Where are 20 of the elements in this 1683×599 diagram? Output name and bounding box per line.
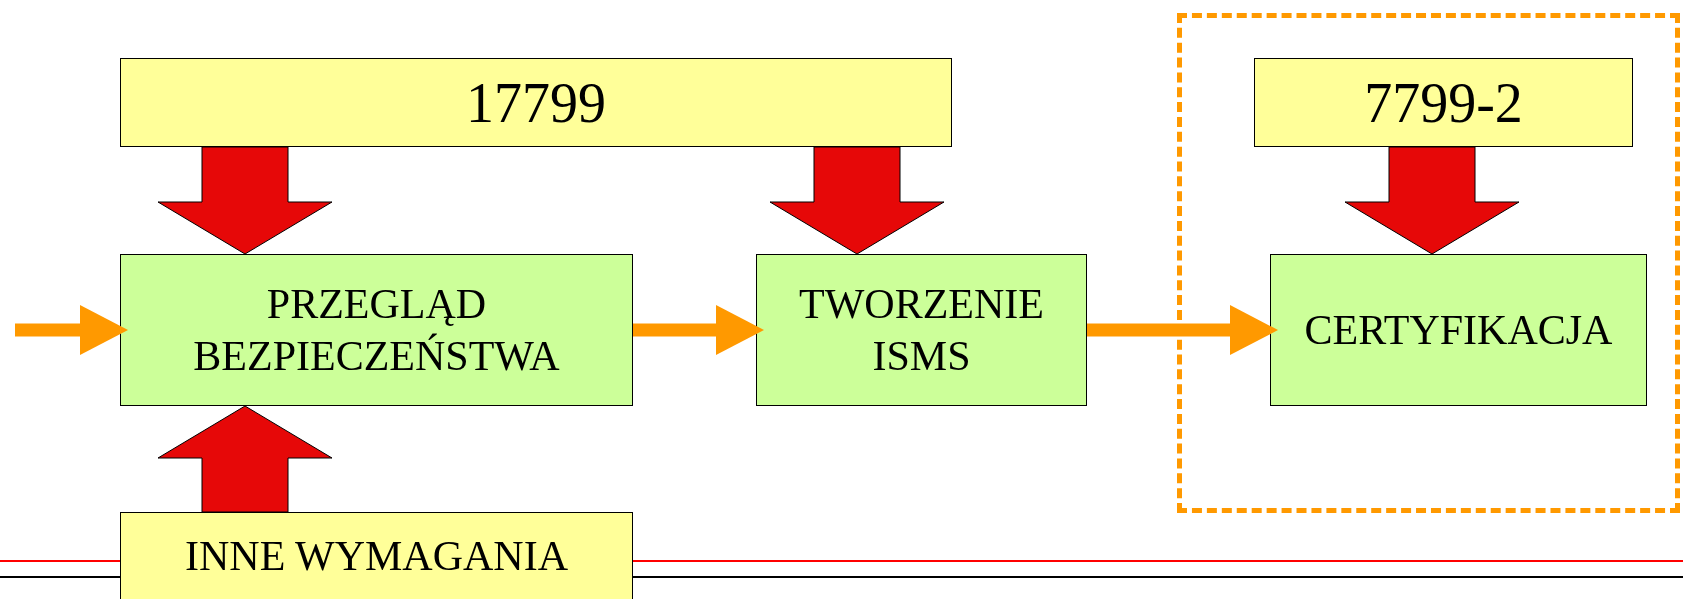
box-label: 17799 [465,70,607,136]
arrow [633,305,764,355]
arrow [15,305,128,355]
standard-box [1254,58,1633,147]
process-box [1270,254,1647,406]
box-label: CERTYFIKACJA [1303,305,1614,355]
arrow [1087,305,1278,355]
process-box [120,254,633,406]
block-arrow [1344,146,1520,255]
box-label: INNE WYMAGANIA [184,531,569,581]
block-arrow [157,405,333,513]
block-arrow [157,146,333,255]
standard-box [120,58,952,147]
box-label: TWORZENIE ISMS [798,279,1045,381]
dashed-frame [1177,13,1680,513]
box-label: PRZEGLĄD BEZPIECZEŃSTWA [192,279,561,381]
process-box [756,254,1087,406]
block-arrow [769,146,945,255]
standard-box [120,512,633,599]
box-label: 7799-2 [1363,70,1524,136]
